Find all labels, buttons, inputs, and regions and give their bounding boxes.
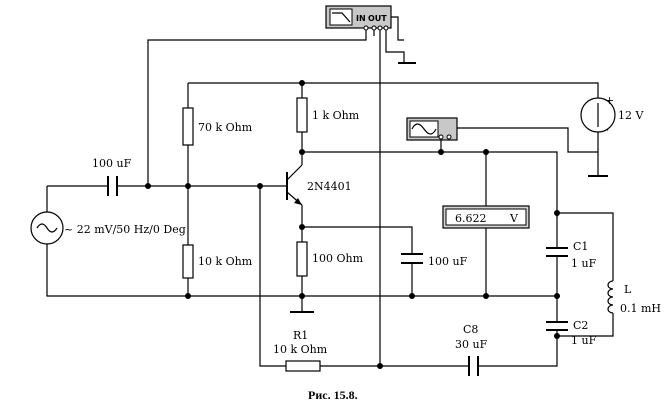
resistor-bottom-bias — [182, 244, 194, 279]
battery-symbol — [580, 97, 616, 133]
capacitor-c2-name: C2 — [573, 319, 588, 332]
resistor-emitter — [296, 241, 308, 277]
battery-minus: - — [605, 123, 609, 136]
wires — [46, 30, 614, 367]
capacitor-c2-value: 1 uF — [571, 334, 597, 347]
resistor-collector — [296, 97, 308, 133]
capacitor-c1-value: 1 uF — [571, 257, 597, 270]
capacitor-c1-name: C1 — [573, 240, 588, 253]
capacitor-c2-symbol — [546, 321, 568, 331]
emitter-capacitor-symbol — [401, 253, 423, 264]
resistor-bottom-label: 10 k Ohm — [198, 255, 253, 268]
voltmeter-reading: 6.622 — [455, 212, 487, 225]
bode-in-label: IN — [356, 14, 366, 23]
junction-dots — [145, 80, 560, 369]
input-capacitor-symbol — [107, 176, 118, 196]
ac-source-symbol — [30, 211, 64, 245]
resistor-top-bias — [182, 107, 194, 146]
voltmeter — [442, 205, 530, 229]
bode-plotter — [325, 5, 399, 31]
transistor-symbol — [286, 164, 303, 206]
inductor-value: 0.1 mH — [620, 302, 661, 315]
voltmeter-unit: V — [509, 212, 519, 225]
oscilloscope — [406, 117, 458, 141]
capacitor-c1-symbol — [546, 247, 568, 257]
battery-plus: + — [605, 94, 614, 107]
resistor-r1-name: R1 — [293, 329, 308, 342]
input-capacitor-label: 100 uF — [92, 157, 132, 170]
bode-out-label: OUT — [368, 14, 387, 23]
capacitor-c8-value: 30 uF — [455, 338, 488, 351]
resistor-collector-label: 1 k Ohm — [312, 109, 360, 122]
inductor-symbol — [607, 280, 614, 314]
figure-caption: Рис. 15.8. — [308, 388, 358, 402]
resistor-r1-value: 10 k Ohm — [273, 343, 328, 356]
capacitor-c8-symbol — [468, 356, 479, 376]
resistor-top-label: 70 k Ohm — [198, 121, 253, 134]
inductor-name: L — [624, 283, 632, 296]
emitter-capacitor-label: 100 uF — [428, 255, 468, 268]
transistor-label: 2N4401 — [307, 180, 352, 193]
ac-source-label: ~ 22 mV/50 Hz/0 Deg — [64, 223, 186, 236]
resistor-r1 — [285, 360, 321, 372]
capacitor-c8-name: C8 — [463, 323, 478, 336]
ground-symbols — [290, 62, 608, 313]
battery-label: 12 V — [618, 109, 644, 122]
resistor-emitter-label: 100 Ohm — [312, 252, 364, 265]
